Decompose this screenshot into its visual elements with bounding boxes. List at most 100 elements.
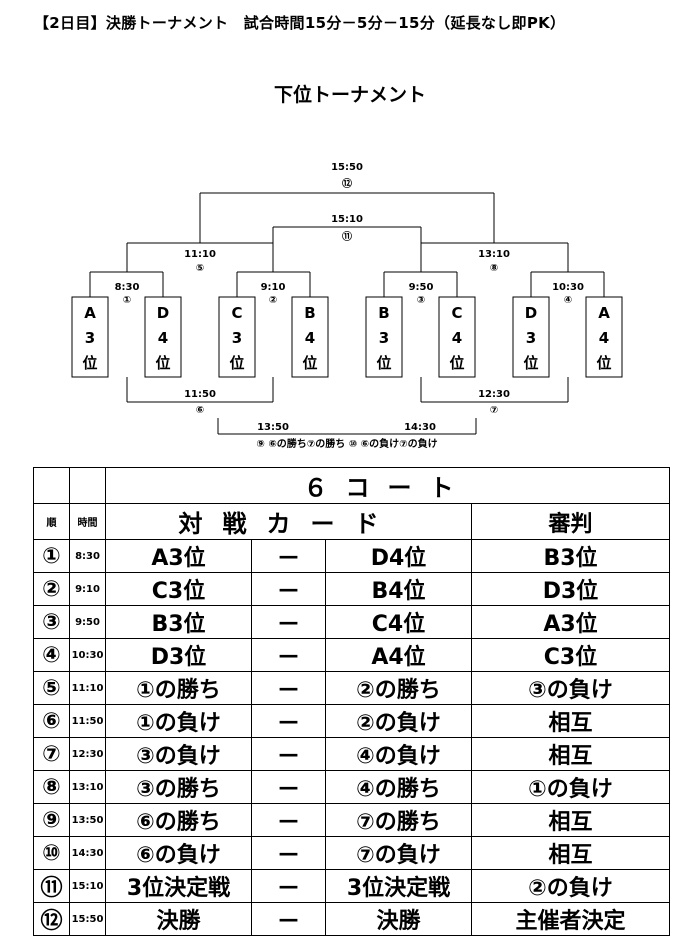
vs-dash: — [251, 704, 326, 738]
team-rank: 4 [452, 329, 462, 347]
team-rank: 4 [158, 329, 168, 347]
team-rank: 4 [305, 329, 315, 347]
away-team: 決勝 [325, 902, 472, 936]
home-team: ③の負け [105, 737, 252, 771]
referee: 相互 [471, 737, 670, 771]
vs-dash: — [251, 638, 326, 672]
team-box: A 4 位 [585, 296, 623, 378]
match-11-num: ⑪ [342, 230, 352, 243]
match-time: 13:50 [69, 803, 106, 837]
court-title: ６コート [105, 467, 670, 504]
table-row: ⑥ 11:50 ①の負け — ②の負け 相互 [33, 704, 670, 738]
team-letter: D [157, 304, 169, 322]
match-1-time: 8:30 [115, 282, 140, 293]
vs-dash: — [251, 737, 326, 771]
team-letter: B [378, 304, 389, 322]
upper-bracket-lines [89, 192, 605, 297]
home-team: 3位決定戦 [105, 869, 252, 903]
table-row: ③ 9:50 B3位 — C4位 A3位 [33, 605, 670, 639]
team-boxes: A 3 位 D 4 位 C 3 位 B 4 位 B 3 位 [71, 296, 623, 378]
team-suffix: 位 [82, 354, 97, 372]
referee: 相互 [471, 803, 670, 837]
team-box: D 4 位 [144, 296, 182, 378]
team-box: B 4 位 [291, 296, 329, 378]
away-team: ⑦の勝ち [325, 803, 472, 837]
match-time: 15:50 [69, 902, 106, 936]
match-number: ⑩ [33, 836, 70, 870]
column-header-row: 順 時間 対戦カード 審判 [33, 503, 670, 540]
team-letter: C [451, 304, 462, 322]
home-team: ⑥の負け [105, 836, 252, 870]
match-number: ③ [33, 605, 70, 639]
table-row: ⑦ 12:30 ③の負け — ④の負け 相互 [33, 737, 670, 771]
away-team: ④の負け [325, 737, 472, 771]
home-team: C3位 [105, 572, 252, 606]
match-4-num: ④ [564, 295, 572, 306]
referee: B3位 [471, 539, 670, 573]
match-5-num: ⑤ [196, 263, 204, 274]
team-box: A 3 位 [71, 296, 109, 378]
match-12-num: ⑫ [342, 177, 352, 190]
match-number: ⑪ [33, 869, 70, 903]
match-number: ⑦ [33, 737, 70, 771]
referee: 相互 [471, 836, 670, 870]
home-team: ⑥の勝ち [105, 803, 252, 837]
match-time: 12:30 [69, 737, 106, 771]
home-team: ③の勝ち [105, 770, 252, 804]
tournament-bracket: A 3 位 D 4 位 C 3 位 B 4 位 B 3 位 [71, 162, 623, 450]
referee: A3位 [471, 605, 670, 639]
team-suffix: 位 [229, 354, 244, 372]
match-labels: 8:30 ① 9:10 ② 9:50 ③ 10:30 ④ 11:10 ⑤ 13:… [115, 162, 584, 450]
match-time: 15:10 [69, 869, 106, 903]
match-number: ⑧ [33, 770, 70, 804]
away-team: ②の勝ち [325, 671, 472, 705]
vs-dash: — [251, 902, 326, 936]
team-box: B 3 位 [365, 296, 403, 378]
page-header: 【2日目】決勝トーナメント 試合時間15分－5分－15分（延長なし即PK） [34, 14, 566, 32]
team-rank: 3 [379, 329, 389, 347]
match-8-time: 13:10 [478, 249, 510, 260]
away-team: ②の負け [325, 704, 472, 738]
blank-cell [69, 467, 106, 504]
match-time: 9:10 [69, 572, 106, 606]
match-7-num: ⑦ [490, 405, 498, 416]
team-rank: 4 [599, 329, 609, 347]
team-rank: 3 [85, 329, 95, 347]
team-suffix: 位 [449, 354, 464, 372]
referee: C3位 [471, 638, 670, 672]
referee: ②の負け [471, 869, 670, 903]
col-time-header: 時間 [69, 503, 106, 540]
referee: ①の負け [471, 770, 670, 804]
referee: 相互 [471, 704, 670, 738]
col-referee-header: 審判 [471, 503, 670, 540]
away-team: 3位決定戦 [325, 869, 472, 903]
table-row: ⑩ 14:30 ⑥の負け — ⑦の負け 相互 [33, 836, 670, 870]
table-row: ⑫ 15:50 決勝 — 決勝 主催者決定 [33, 902, 670, 936]
col-cards-header: 対戦カード [105, 503, 472, 540]
match-number: ⑥ [33, 704, 70, 738]
match-8-num: ⑧ [490, 263, 498, 274]
away-team: A4位 [325, 638, 472, 672]
match-10-time: 14:30 [404, 422, 436, 433]
team-rank: 3 [526, 329, 536, 347]
match-number: ② [33, 572, 70, 606]
referee: ③の負け [471, 671, 670, 705]
team-suffix: 位 [523, 354, 538, 372]
team-letter: A [84, 304, 96, 322]
match-2-num: ② [269, 295, 277, 306]
vs-dash: — [251, 671, 326, 705]
table-row: ② 9:10 C3位 — B4位 D3位 [33, 572, 670, 606]
match-7-time: 12:30 [478, 389, 510, 400]
away-team: D4位 [325, 539, 472, 573]
match-time: 8:30 [69, 539, 106, 573]
match-number: ① [33, 539, 70, 573]
vs-dash: — [251, 803, 326, 837]
team-suffix: 位 [596, 354, 611, 372]
match-time: 9:50 [69, 605, 106, 639]
vs-dash: — [251, 539, 326, 573]
blank-cell [33, 467, 70, 504]
vs-dash: — [251, 836, 326, 870]
table-row: ⑤ 11:10 ①の勝ち — ②の勝ち ③の負け [33, 671, 670, 705]
match-1-num: ① [123, 295, 131, 306]
table-row: ④ 10:30 D3位 — A4位 C3位 [33, 638, 670, 672]
